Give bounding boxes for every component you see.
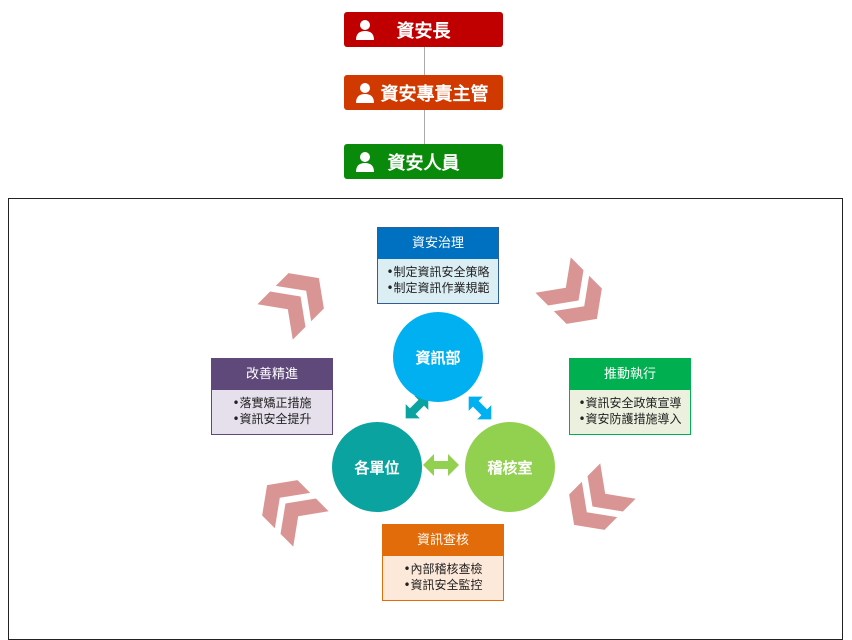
org-node-staff: 資安人員 [344, 144, 503, 179]
box-item: •資訊安全政策宣導 [578, 396, 682, 410]
org-node-label: 資安人員 [387, 152, 460, 174]
box-title: 改善精進 [212, 359, 332, 390]
org-node-label: 資安專責主管 [380, 83, 489, 105]
connector-line [424, 110, 425, 144]
chevron-arrow-icon [257, 260, 337, 340]
chevron-arrow-icon [249, 467, 329, 547]
box-item: •落實矯正措施 [232, 396, 312, 410]
box-item: •資訊安全提升 [232, 412, 312, 426]
it-department-circle: 資訊部 [393, 312, 483, 402]
org-node-ciso: 資安長 [344, 12, 503, 47]
org-node-label: 資安長 [396, 20, 451, 42]
double-arrow-icon [405, 395, 429, 419]
execution-box: 推動執行 •資訊安全政策宣導 •資安防護措施導入 [569, 358, 691, 435]
box-title: 推動執行 [570, 359, 690, 390]
box-item: •資安防護措施導入 [578, 412, 682, 426]
connector-line [424, 47, 425, 75]
box-title: 資安治理 [378, 228, 498, 259]
org-node-manager: 資安專責主管 [344, 75, 503, 110]
departments-circle: 各單位 [332, 422, 422, 512]
box-item: •內部稽核查檢 [403, 562, 483, 576]
person-icon [356, 20, 374, 40]
governance-box: 資安治理 •制定資訊安全策略 •制定資訊作業規範 [377, 227, 499, 304]
circle-label: 稽核室 [487, 458, 533, 477]
box-item: •制定資訊安全策略 [386, 265, 490, 279]
audit-box: 資訊查核 •內部稽核查檢 •資訊安全監控 [382, 524, 504, 601]
person-icon [356, 83, 374, 103]
box-item: •制定資訊作業規範 [386, 281, 490, 295]
chevron-arrow-icon [535, 257, 615, 337]
double-arrow-icon [423, 454, 459, 476]
circle-label: 資訊部 [415, 348, 461, 367]
person-icon [356, 152, 374, 172]
arrows-layer [249, 257, 636, 547]
box-item: •資訊安全監控 [403, 578, 483, 592]
double-arrow-icon [468, 396, 492, 420]
circle-label: 各單位 [354, 458, 400, 477]
chevron-arrow-icon [556, 463, 636, 543]
improvement-box: 改善精進 •落實矯正措施 •資訊安全提升 [211, 358, 333, 435]
audit-office-circle: 稽核室 [465, 422, 555, 512]
box-title: 資訊查核 [383, 525, 503, 556]
